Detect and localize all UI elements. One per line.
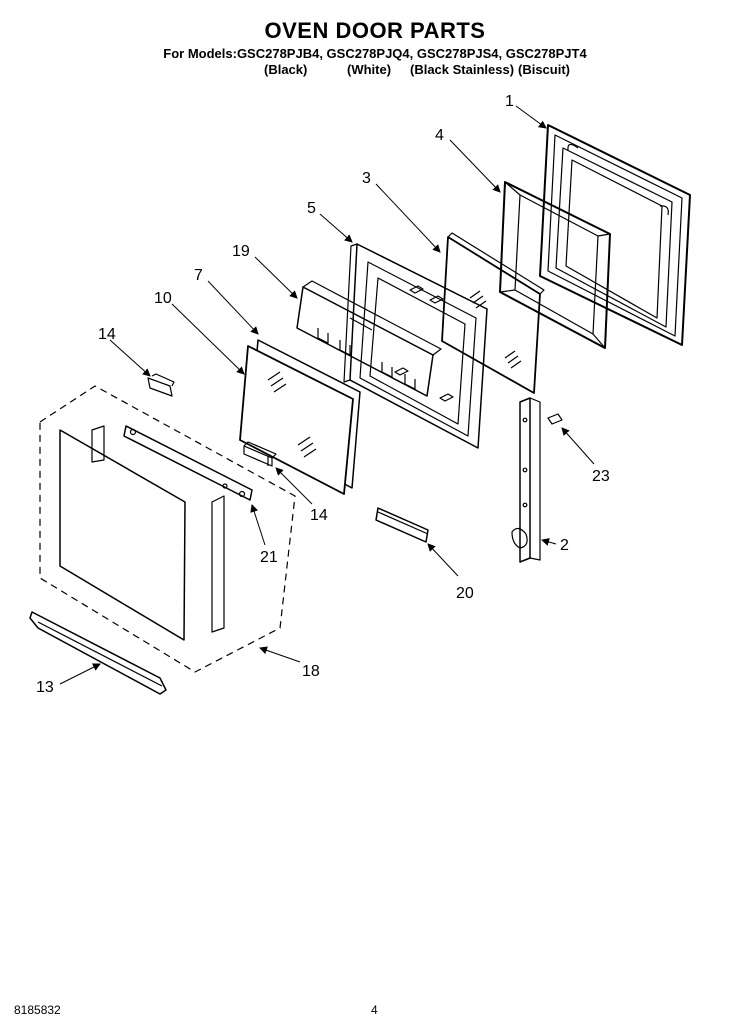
part-4-door-gasket <box>499 181 611 349</box>
callout-2: 2 <box>560 537 569 554</box>
callout-19: 19 <box>232 243 250 260</box>
part-10-glass <box>239 345 354 495</box>
callout-10: 10 <box>154 290 172 307</box>
model-list: For Models:GSC278PJB4, GSC278PJQ4, GSC27… <box>163 46 587 61</box>
color-white: (White) <box>347 62 392 77</box>
callout-21: 21 <box>260 549 278 566</box>
part-2-hinge-bracket <box>511 397 541 563</box>
callout-14-upper: 14 <box>98 326 116 343</box>
color-black: (Black) <box>264 62 308 77</box>
part-13-bottom-trim <box>29 611 167 695</box>
part-18-outer-door-dashed <box>39 385 296 673</box>
callout-20: 20 <box>456 585 474 602</box>
part-1-outer-door-frame <box>539 124 691 346</box>
callout-14-lower: 14 <box>310 507 328 524</box>
part-5-inner-liner <box>343 243 488 449</box>
callout-13: 13 <box>36 679 54 696</box>
part-3-inner-glass <box>441 232 545 394</box>
callout-7: 7 <box>194 267 203 284</box>
callout-4: 4 <box>435 127 444 144</box>
part-14-clip-upper <box>147 373 175 397</box>
part-20-vent-strip <box>375 507 429 543</box>
page-number: 4 <box>371 1003 378 1017</box>
leader-lines <box>59 105 595 685</box>
document-number: 8185832 <box>14 1003 61 1017</box>
callout-5: 5 <box>307 200 316 217</box>
page-title: OVEN DOOR PARTS <box>264 18 486 43</box>
callout-23: 23 <box>592 468 610 485</box>
part-21-hinge-strip <box>123 425 253 501</box>
callout-3: 3 <box>362 170 371 187</box>
callout-1: 1 <box>505 93 514 110</box>
part-19-insulation-shield <box>296 280 442 397</box>
color-biscuit: (Biscuit) <box>518 62 570 77</box>
part-23-small-clip <box>547 413 563 425</box>
callout-18: 18 <box>302 663 320 680</box>
part-14-clip-lower <box>243 441 277 467</box>
color-black-stainless: (Black Stainless) <box>410 62 515 77</box>
